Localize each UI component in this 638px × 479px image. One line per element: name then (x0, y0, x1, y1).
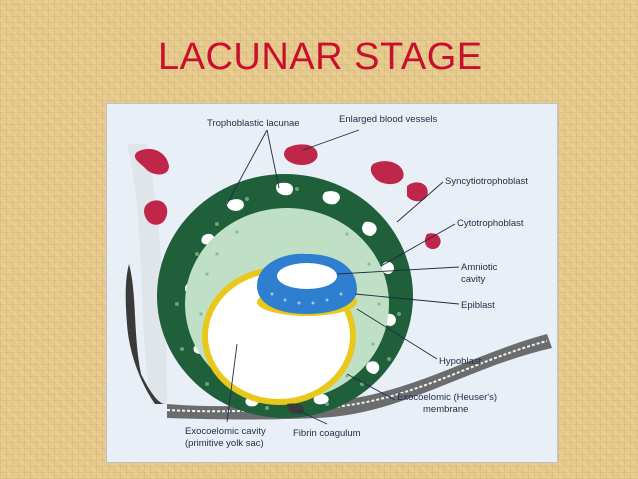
amniotic-cavity (277, 263, 337, 289)
label-syncytiotrophoblast: Syncytiotrophoblast (445, 176, 528, 187)
label-amniotic-cavity: Amniotic (461, 262, 498, 273)
label-epiblast: Epiblast (461, 300, 495, 311)
label-hypoblast: Hypoblast (439, 356, 482, 367)
slide-title: LACUNAR STAGE (158, 36, 483, 78)
label-exocoelomic-membrane-2: membrane (423, 404, 468, 415)
label-exocoelomic-cavity: Exocoelomic cavity (185, 426, 266, 437)
embryo-diagram: Trophoblastic lacunae Enlarged blood ves… (125, 114, 552, 449)
label-enlarged-blood-vessels: Enlarged blood vessels (339, 114, 437, 125)
lacunar-stage-figure: Trophoblastic lacunae Enlarged blood ves… (106, 103, 558, 463)
epiblast-cells (270, 292, 343, 305)
enlarged-blood-vessels (134, 144, 441, 250)
label-exocoelomic-cavity-2: (primitive yolk sac) (185, 438, 264, 449)
label-fibrin-coagulum: Fibrin coagulum (293, 428, 361, 439)
label-trophoblastic-lacunae: Trophoblastic lacunae (207, 118, 300, 129)
label-cytotrophoblast: Cytotrophoblast (457, 218, 524, 229)
label-exocoelomic-membrane: Exocoelomic (Heuser's) (397, 392, 497, 403)
surface-epithelium (167, 334, 552, 420)
endometrium-stroma (125, 144, 167, 404)
label-amniotic-cavity-2: cavity (461, 274, 486, 285)
endometrial-epithelium-left (125, 264, 165, 404)
leader-lines (226, 129, 460, 425)
